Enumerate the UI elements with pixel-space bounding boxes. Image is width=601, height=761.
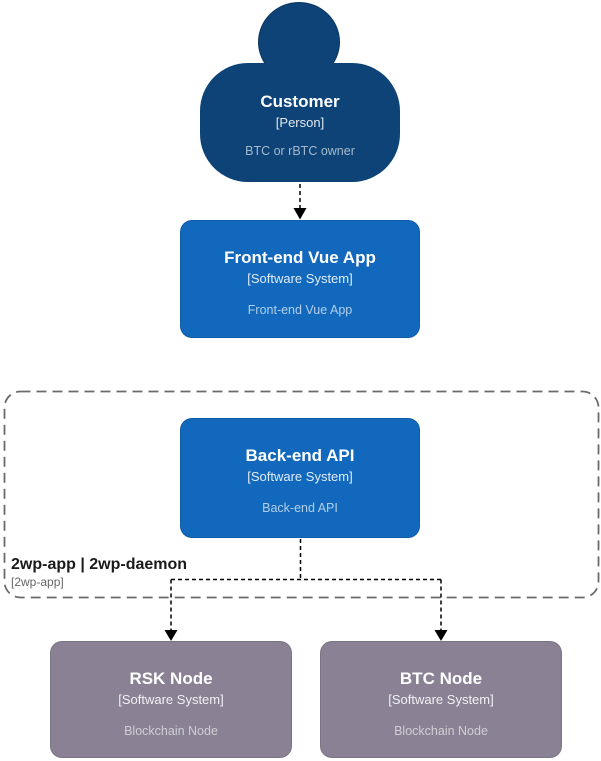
edge-backend-to-nodes — [164, 539, 448, 641]
arrowhead-rsk — [164, 630, 178, 641]
node-type-label: [Software System] — [118, 691, 224, 707]
node-type-label: [Software System] — [247, 270, 353, 286]
node-description: Blockchain Node — [394, 723, 488, 738]
node-title: BTC Node — [399, 669, 483, 688]
group-boundary — [3, 390, 600, 599]
arrowhead-frontend — [293, 208, 307, 220]
node-description: Back-end API — [262, 500, 338, 515]
node-btc-node[interactable]: BTC Node [Software System] Blockchain No… — [320, 641, 562, 758]
node-type-label: [Software System] — [247, 468, 353, 484]
group-title: 2wp-app | 2wp-daemon — [11, 556, 188, 573]
arrowhead-btc — [434, 630, 448, 641]
node-description: BTC or rBTC owner — [245, 143, 355, 158]
node-type-label: [Person] — [275, 114, 325, 130]
group-subtitle: [2wp-app] — [11, 575, 64, 590]
node-backend-api[interactable]: Back-end API [Software System] Back-end … — [180, 418, 420, 538]
node-frontend-vue-app[interactable]: Front-end Vue App [Software System] Fron… — [180, 220, 420, 338]
node-customer[interactable]: Customer [Person] BTC or rBTC owner — [200, 63, 400, 182]
node-description: Front-end Vue App — [247, 302, 353, 317]
edge-customer-to-frontend — [293, 184, 307, 220]
group-label: 2wp-app | 2wp-daemon [2wp-app] — [11, 556, 187, 590]
node-type-label: [Software System] — [388, 691, 494, 707]
node-title: RSK Node — [129, 669, 213, 688]
node-title: Customer — [260, 92, 340, 111]
node-title: Back-end API — [245, 446, 355, 465]
node-rsk-node[interactable]: RSK Node [Software System] Blockchain No… — [50, 641, 292, 758]
node-title: Front-end Vue App — [224, 248, 376, 267]
node-description: Blockchain Node — [124, 723, 218, 738]
